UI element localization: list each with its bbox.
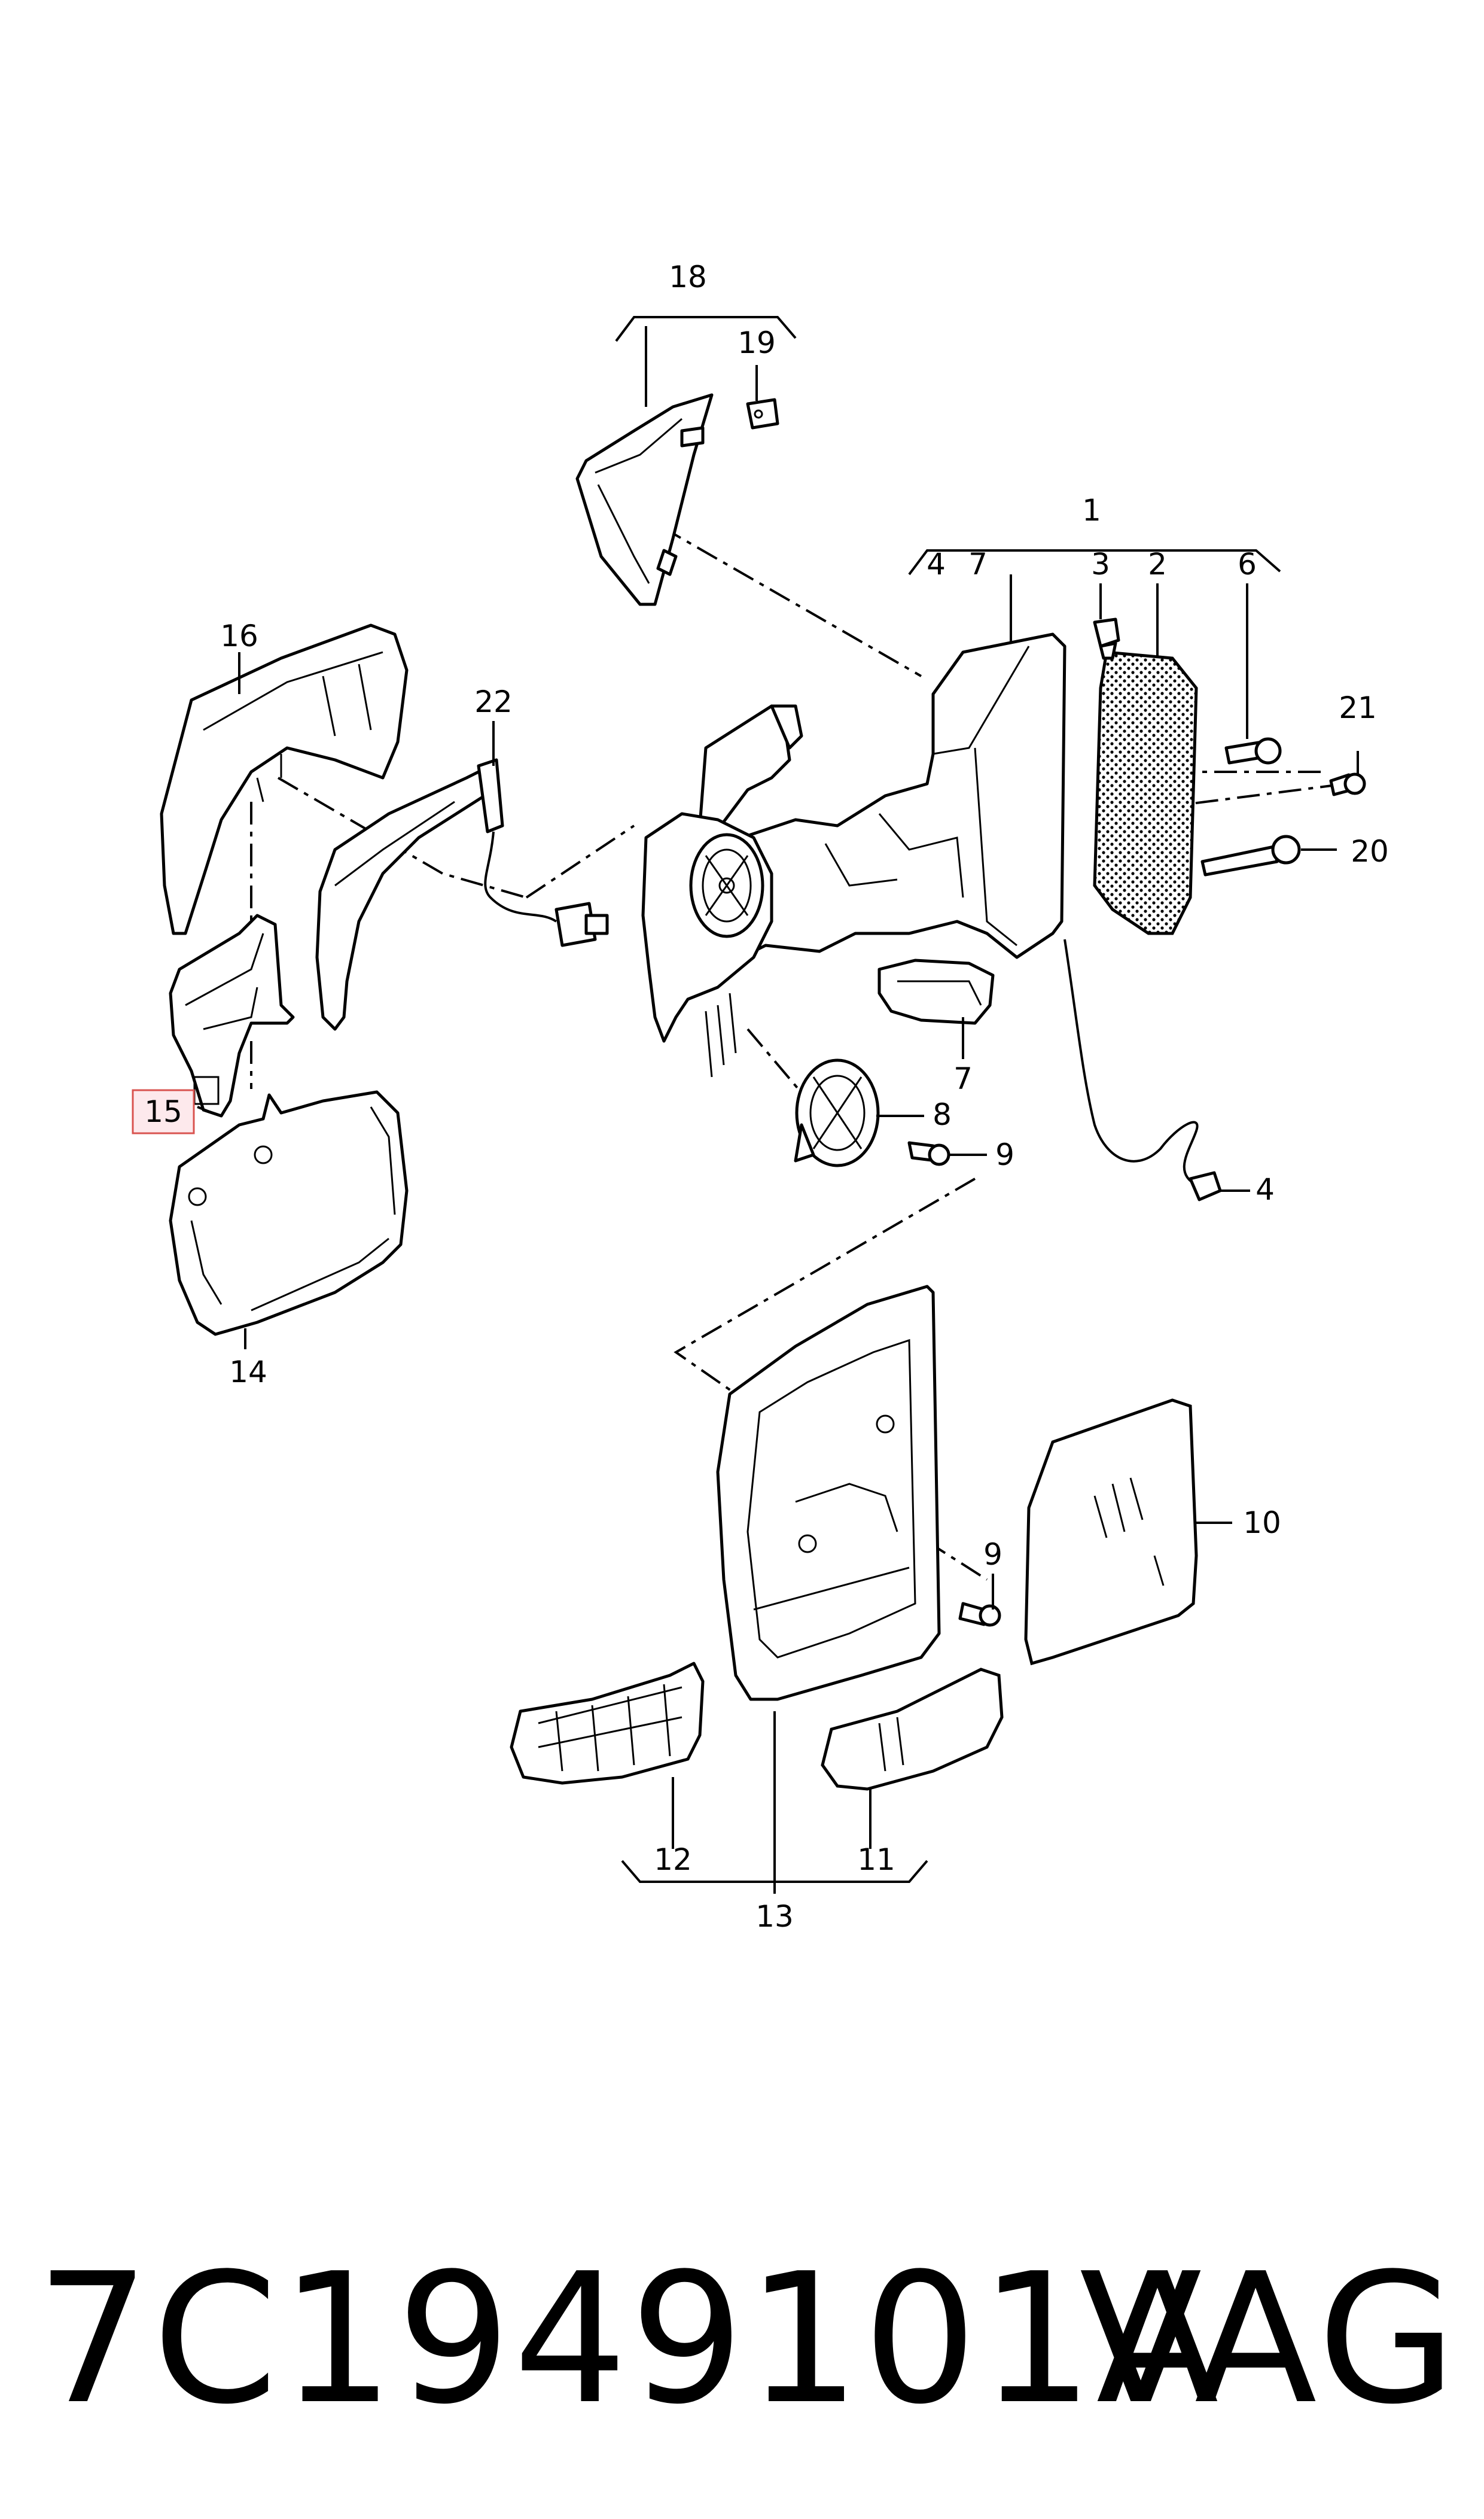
callout-2: 2 [1148,547,1167,582]
part-22-trim-strip [315,758,609,1031]
callout-9-lower: 9 [983,1537,1002,1572]
callout-9-upper: 9 [995,1137,1014,1172]
callout-1: 1 [1082,493,1101,528]
part-9-screw-upper [907,1141,950,1166]
callout-3: 3 [1091,547,1110,582]
footer: 7C1949101A VAG [0,2214,1484,2465]
callout-22: 22 [474,684,513,719]
callout-11: 11 [857,1842,895,1877]
callout-7-lower: 7 [953,1061,973,1096]
part-8-lamp [794,1058,880,1167]
callouts: 18 19 1 4 7 3 2 6 21 20 16 22 15 14 7 8 … [144,260,1389,1934]
callout-16: 16 [220,619,258,653]
part-3-clip [1093,617,1120,660]
part-21-screw [1329,772,1366,796]
callout-15: 15 [144,1094,182,1129]
part-10-main-glass [1024,1398,1198,1666]
callout-10: 10 [1243,1505,1281,1540]
callout-6: 6 [1238,547,1257,582]
callout-4-lower: 4 [1256,1172,1275,1207]
part-18-cap-trim [575,393,714,606]
part-2-backing-plate [1093,650,1198,935]
part-number: 7C1949101A [36,2235,1221,2444]
leader-lines [197,316,1359,1894]
part-12-lamp-housing [510,1662,705,1785]
callout-20: 20 [1351,834,1389,869]
part-1-mirror-arm [641,632,1222,1201]
callout-19: 19 [738,325,776,360]
assembly-lines [250,525,1346,1581]
part-13-mirror-frame [716,1285,941,1701]
callout-18: 18 [669,260,707,294]
part-15-inner-frame [169,914,295,1118]
callout-15-highlight [132,1089,195,1134]
callout-14: 14 [229,1355,267,1389]
part-16-upper-cover [160,623,409,935]
part-19-clip [746,398,779,430]
callout-7-top: 7 [968,547,988,582]
part-11-lower-glass [821,1668,1004,1791]
callout-21: 21 [1339,690,1377,725]
callout-4-top: 4 [927,547,946,582]
part-9-screw-lower [958,1602,1001,1627]
callout-13: 13 [755,1899,794,1934]
part-14-housing [169,1090,409,1336]
callout-12: 12 [654,1842,692,1877]
brand-label: VAG [1079,2235,1460,2444]
part-6-screw [1224,737,1282,765]
callout-8: 8 [933,1097,952,1132]
part-7-cap [877,959,995,1025]
part-20-bolt [1200,835,1301,877]
